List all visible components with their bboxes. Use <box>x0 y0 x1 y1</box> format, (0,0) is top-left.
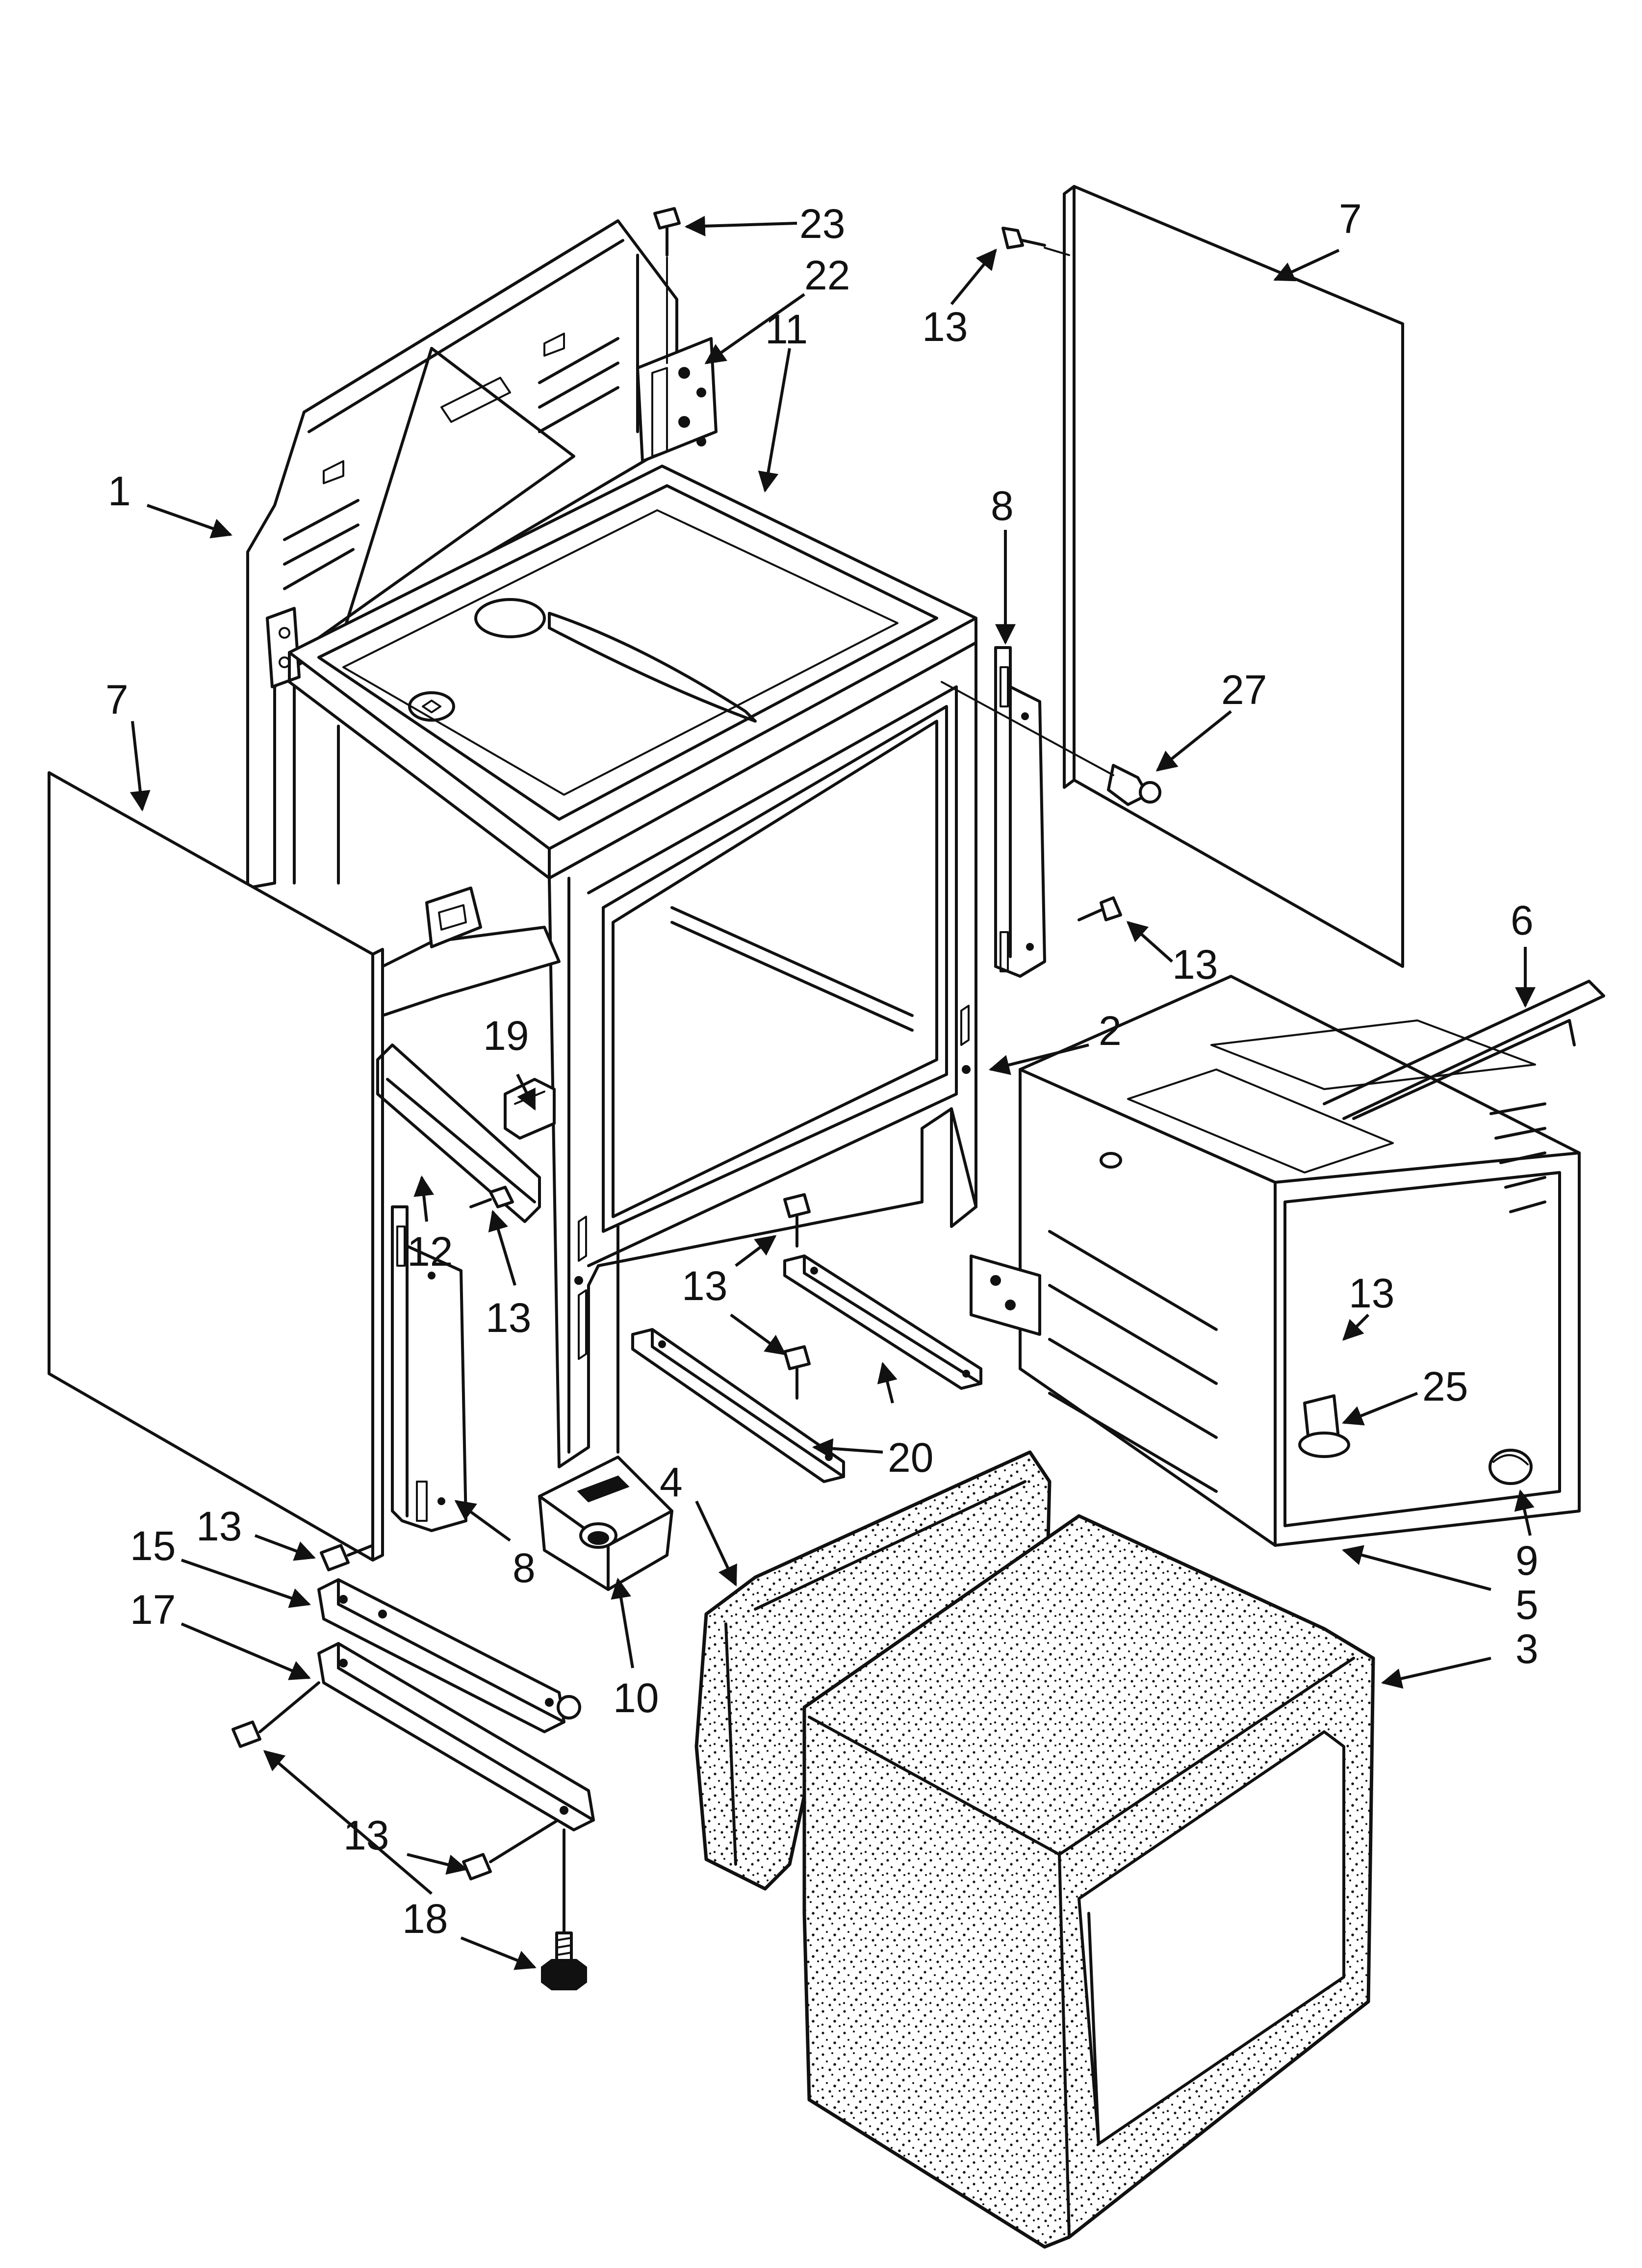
callout-13: 13 <box>1172 941 1218 988</box>
right-side-panel-part <box>1063 185 1404 968</box>
callout-19: 19 <box>483 1013 529 1059</box>
terminal-connector-part <box>941 681 1161 806</box>
hinge-screw-part <box>653 207 681 364</box>
rail-part <box>631 1328 845 1483</box>
callout-7: 7 <box>105 677 128 723</box>
broil-element-part <box>1323 980 1605 1213</box>
rail-part <box>783 1254 982 1390</box>
callout-9: 9 <box>1515 1538 1539 1584</box>
callout-17: 17 <box>130 1587 176 1633</box>
screw-part <box>1001 227 1070 256</box>
leg-bracket-part <box>317 1578 581 1733</box>
leg-bracket-part <box>317 1642 595 1831</box>
callout-13: 13 <box>1349 1270 1394 1316</box>
front-frame-part <box>548 641 977 1468</box>
callout-22: 22 <box>804 252 850 298</box>
callout-4-label: 4 <box>660 1459 683 1505</box>
screw-part <box>320 1544 374 1571</box>
clip-part <box>504 1078 556 1140</box>
oven-cavity-part <box>970 975 1581 1547</box>
callout-13: 13 <box>682 1263 727 1309</box>
callout-8: 8 <box>991 483 1014 529</box>
left-side-bracket-part <box>391 1205 467 1532</box>
callout-23: 23 <box>799 201 845 247</box>
screw-part <box>231 1681 320 1748</box>
leader-lines <box>129 215 1536 1970</box>
callout-11: 11 <box>765 306 808 352</box>
rear-panel-part <box>246 219 678 889</box>
screw-part <box>783 1193 811 1248</box>
cover-part <box>538 1456 673 1591</box>
callout-5: 5 <box>1515 1582 1539 1628</box>
callout-27: 27 <box>1221 667 1267 713</box>
left-side-panel-part <box>48 771 384 1562</box>
leveling-leg-part <box>541 1828 587 1990</box>
callout-8: 8 <box>513 1545 536 1591</box>
screw-part <box>469 1186 514 1208</box>
callout-15: 15 <box>130 1523 176 1569</box>
callout-7: 7 <box>1339 196 1362 242</box>
callout-13: 13 <box>486 1295 531 1341</box>
callout-3: 3 <box>1515 1626 1539 1672</box>
callout-13: 13 <box>196 1503 242 1549</box>
rear-bracket-part <box>376 886 914 1223</box>
callout-20: 20 <box>888 1434 933 1481</box>
callout-labels: 23 22 11 1 7 7 13 8 27 13 6 2 19 12 13 1… <box>105 196 1539 1942</box>
callout-13: 13 <box>922 304 968 350</box>
screw-part <box>1078 896 1122 921</box>
callout-12: 12 <box>407 1228 453 1275</box>
callout-6: 6 <box>1511 897 1534 943</box>
cap-part <box>1488 1449 1533 1485</box>
callout-18-label: 18 <box>402 1896 448 1942</box>
callout-2: 2 <box>1099 1008 1122 1054</box>
callout-1: 1 <box>108 468 131 514</box>
hinge-part <box>636 337 718 463</box>
callout-13: 13 <box>343 1812 389 1858</box>
insulation-large-part <box>802 1514 1375 2249</box>
callout-25: 25 <box>1422 1363 1468 1409</box>
right-side-bracket-part <box>994 646 1046 978</box>
callout-10-label: 10 <box>613 1675 659 1721</box>
screw-part <box>783 1345 811 1400</box>
